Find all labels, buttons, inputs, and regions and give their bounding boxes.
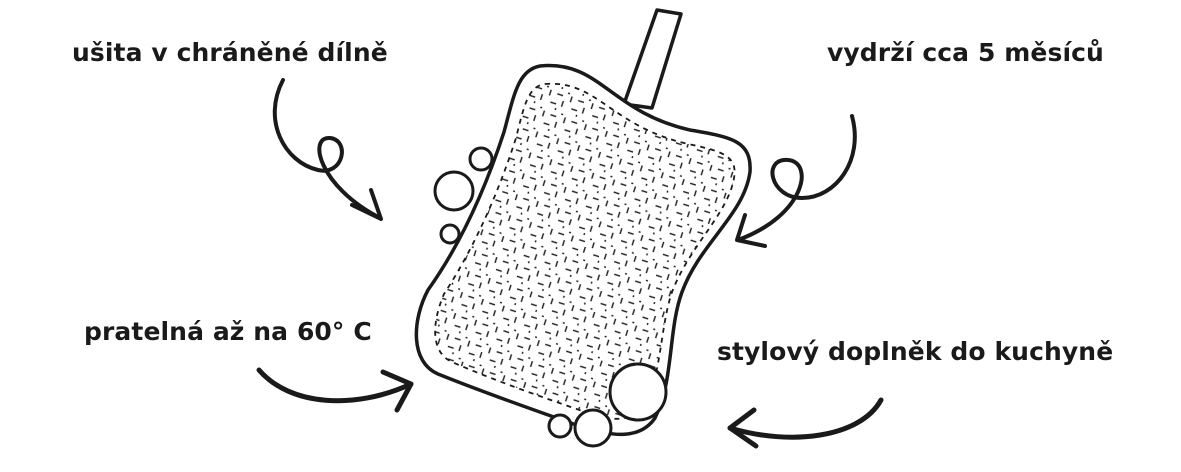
- curly-arrow-icon: [256, 367, 414, 413]
- curly-arrow-icon: [727, 397, 884, 449]
- label-bottom-left: pratelná až na 60° C: [84, 317, 372, 346]
- sponge-icon: [414, 63, 752, 437]
- label-top-left: ušita v chráněné dílně: [72, 38, 388, 67]
- curly-arrow-icon: [735, 114, 857, 248]
- soap-bubble-icon: [547, 362, 668, 448]
- handle-icon: [622, 8, 683, 110]
- curly-arrow-icon: [272, 78, 383, 221]
- label-bottom-right: stylový doplněk do kuchyně: [717, 337, 1114, 366]
- label-top-right: vydrží cca 5 měsíců: [827, 38, 1104, 67]
- soap-bubble-icon: [433, 146, 494, 245]
